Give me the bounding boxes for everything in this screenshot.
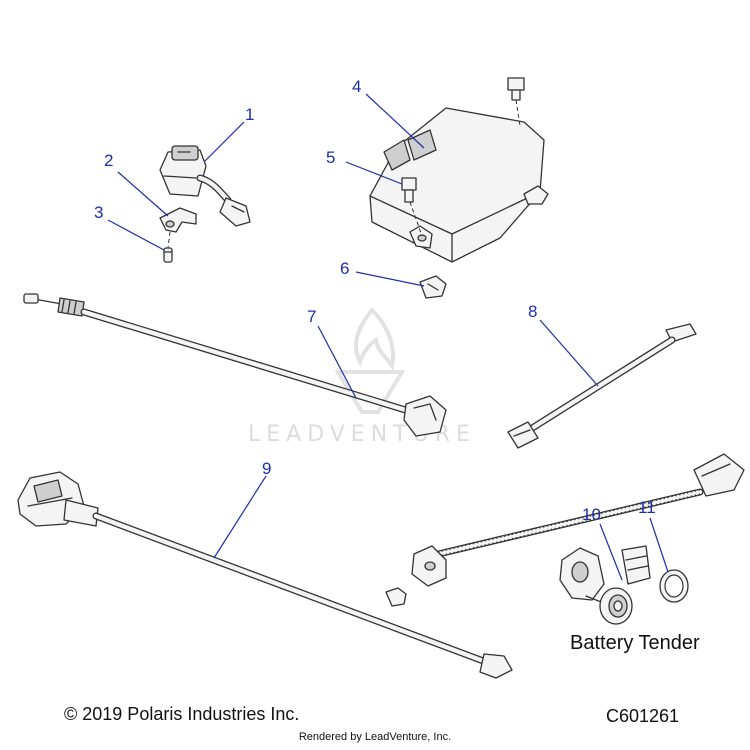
part-2-dash-line bbox=[167, 231, 171, 249]
leader-4 bbox=[365, 93, 425, 149]
leader-8 bbox=[539, 319, 599, 387]
callout-5: 5 bbox=[326, 148, 335, 167]
part-4-bolt-dash-line bbox=[515, 99, 521, 127]
part-10-charge-port bbox=[559, 545, 651, 625]
leader-1 bbox=[203, 121, 245, 163]
part-1-switch bbox=[159, 145, 251, 227]
part-3-screw bbox=[163, 247, 173, 263]
braided-harness bbox=[411, 453, 745, 587]
leader-3 bbox=[107, 219, 165, 251]
leader-6 bbox=[355, 271, 425, 287]
callout-8: 8 bbox=[528, 302, 537, 321]
callout-6: 6 bbox=[340, 259, 349, 278]
part-2-bracket bbox=[159, 207, 197, 233]
leader-11 bbox=[649, 517, 669, 573]
callout-4: 4 bbox=[352, 77, 361, 96]
part-4-module bbox=[369, 107, 545, 263]
leader-10 bbox=[599, 523, 623, 581]
part-5-dash-line bbox=[409, 201, 423, 237]
callout-7: 7 bbox=[307, 307, 316, 326]
callout-1: 1 bbox=[245, 105, 254, 124]
part-7-sensor-cable bbox=[23, 293, 447, 437]
watermark-v-logo bbox=[334, 370, 406, 414]
part-11-o-ring bbox=[659, 569, 689, 603]
callout-11: 11 bbox=[638, 498, 656, 517]
callout-2: 2 bbox=[104, 151, 113, 170]
part-4-top-bolt bbox=[507, 77, 525, 101]
leader-lines bbox=[107, 93, 669, 581]
part-9-tps-cable bbox=[17, 471, 513, 679]
leader-7 bbox=[317, 325, 357, 399]
leader-9 bbox=[213, 475, 267, 559]
copyright-text: © 2019 Polaris Industries Inc. bbox=[64, 704, 300, 724]
part-6-clip-nut bbox=[419, 275, 447, 299]
part-8-harness bbox=[507, 323, 697, 449]
battery-tender-label: Battery Tender bbox=[570, 632, 700, 654]
rendered-by-text: Rendered by LeadVenture, Inc. bbox=[298, 731, 452, 743]
part-5-bolt bbox=[401, 177, 417, 203]
module-side-clip bbox=[523, 185, 549, 205]
harness-mounting-bolt bbox=[385, 587, 407, 607]
callout-9: 9 bbox=[262, 459, 271, 478]
callout-labels: 1 2 3 4 5 6 7 8 9 10 11 bbox=[94, 77, 656, 524]
watermark-flame-logo bbox=[354, 307, 395, 372]
diagram-code: C601261 bbox=[606, 706, 680, 726]
leader-2 bbox=[117, 171, 169, 217]
callout-3: 3 bbox=[94, 203, 103, 222]
leader-5 bbox=[345, 161, 403, 185]
callout-10: 10 bbox=[582, 505, 601, 524]
